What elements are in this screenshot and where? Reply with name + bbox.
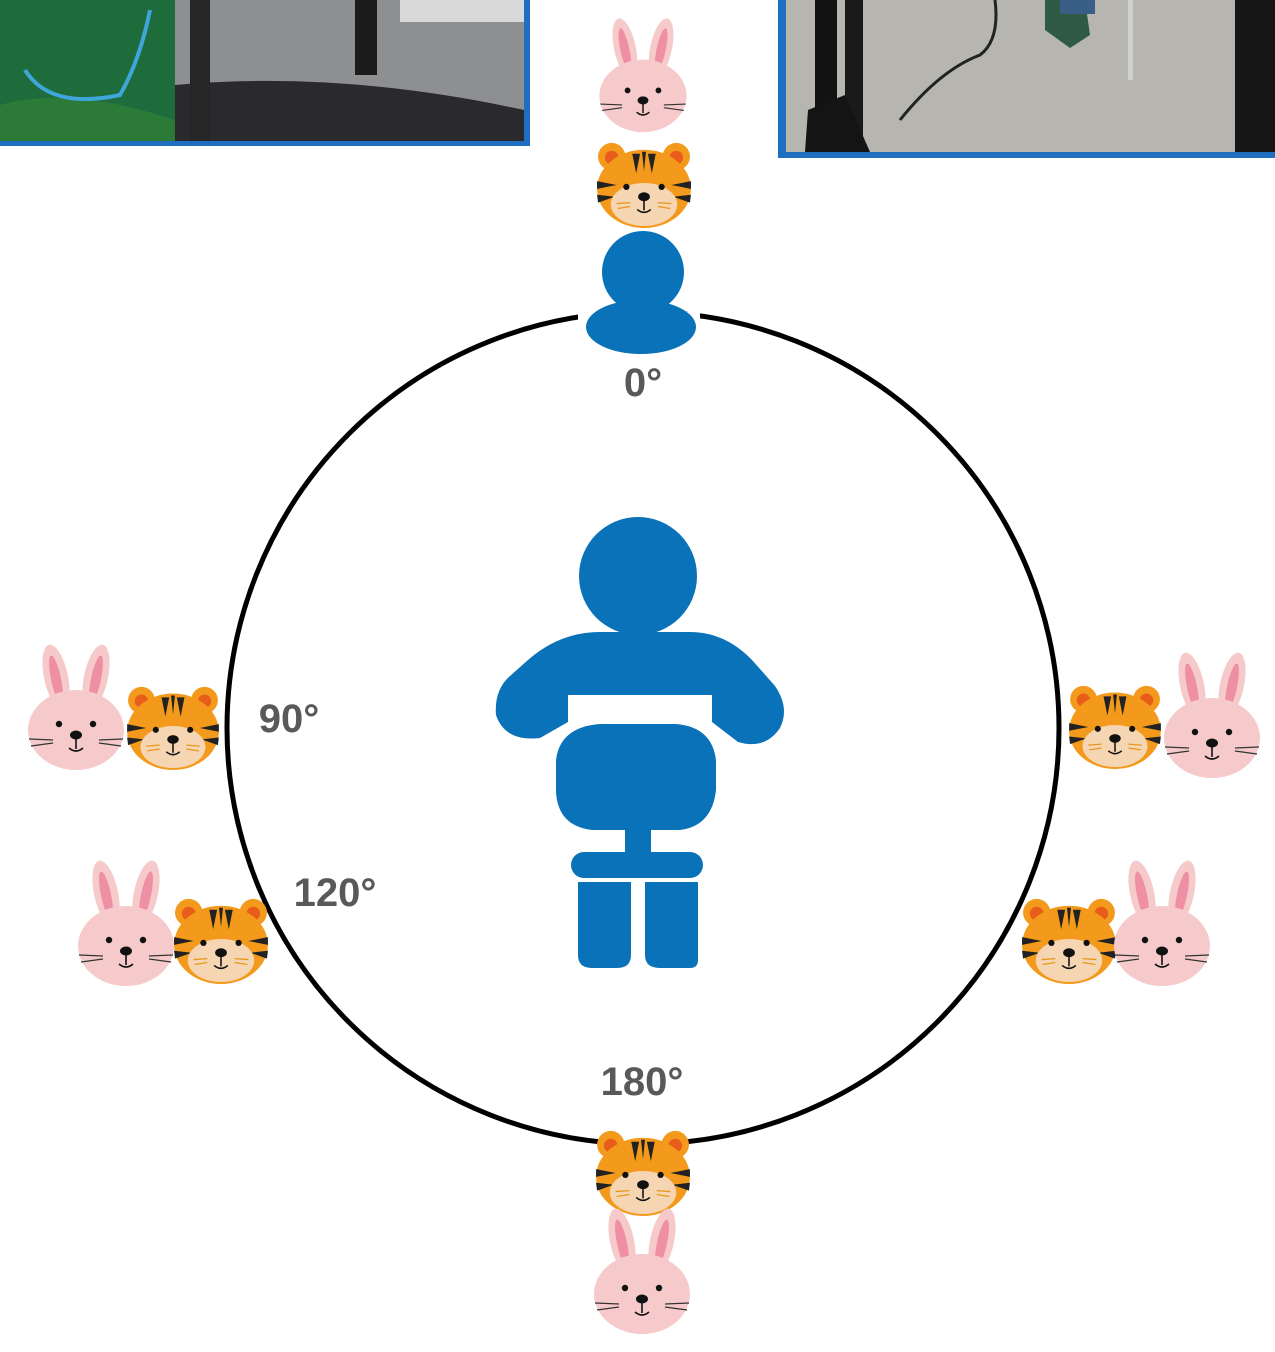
angle-label-180: 180° — [601, 1060, 684, 1104]
tiger-face-icon — [127, 687, 219, 770]
photo-inset-right — [778, 0, 1275, 158]
listener-seated-icon — [496, 517, 784, 968]
angle-label-0: 0° — [624, 361, 662, 405]
angle-label-120: 120° — [294, 871, 377, 915]
rabbit-face-icon — [594, 1206, 690, 1334]
tiger-face-icon — [174, 899, 268, 984]
rabbit-face-icon — [78, 858, 174, 986]
angle-label-90: 90° — [259, 697, 320, 741]
tiger-face-icon — [597, 143, 691, 228]
rabbit-face-icon — [1164, 650, 1260, 778]
rabbit-face-icon — [599, 16, 686, 132]
tiger-face-icon — [1022, 899, 1116, 984]
tiger-face-icon — [596, 1131, 690, 1216]
photo-inset-left — [0, 0, 530, 146]
rabbit-face-icon — [1114, 858, 1210, 986]
tiger-face-icon — [1069, 686, 1161, 769]
rabbit-face-icon — [28, 642, 124, 770]
source-person-icon — [578, 231, 700, 354]
